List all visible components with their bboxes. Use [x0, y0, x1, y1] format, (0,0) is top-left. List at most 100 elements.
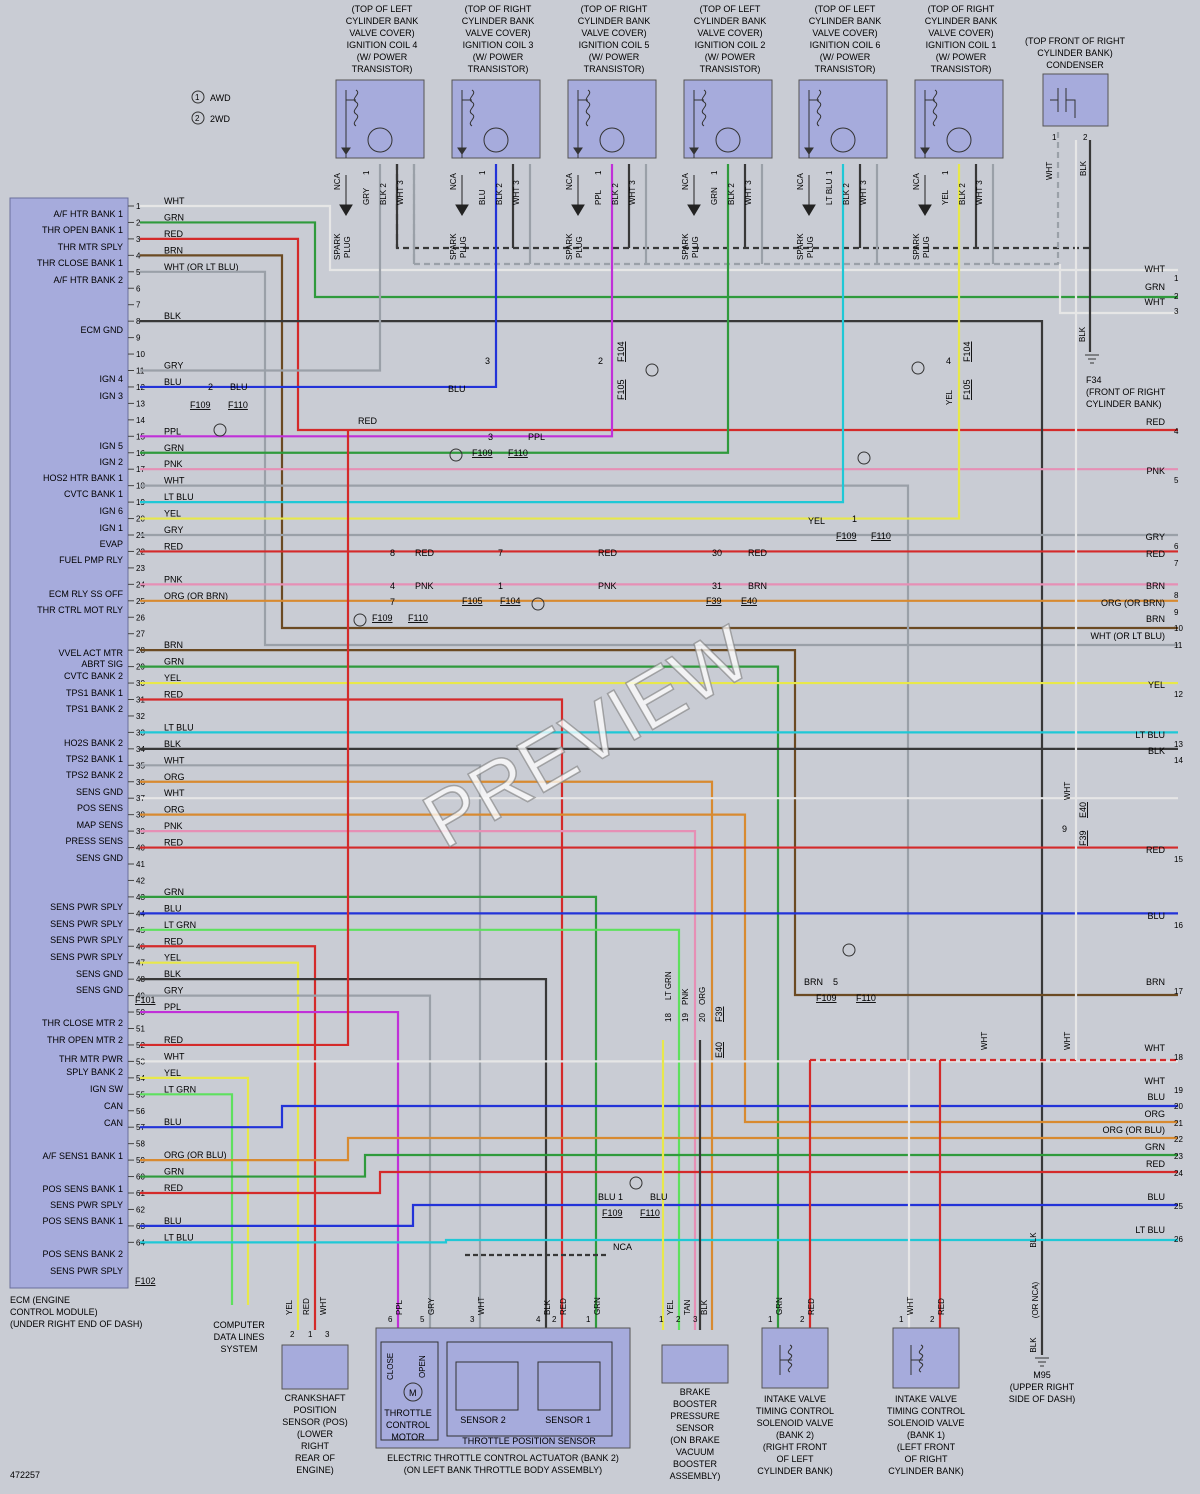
coil-label-line: (TOP OF LEFT	[700, 4, 761, 14]
right-pin-number: 4	[1174, 427, 1179, 436]
ecm-label: SENS GND	[76, 969, 124, 979]
ecm-pin-color: ORG (OR BRN)	[164, 591, 228, 601]
component-wire-color: TAN	[683, 1299, 692, 1315]
coil-blk: BLK 2	[495, 183, 504, 205]
ecm-title: ECM (ENGINE CONTROL MODULE) (UNDER RIGHT…	[10, 1295, 142, 1329]
ecm-label: THR MTR PWR	[59, 1054, 123, 1064]
svg-text:(TOP FRONT OF RIGHT: (TOP FRONT OF RIGHT	[1025, 36, 1126, 46]
coil-spark: SPARK	[565, 233, 574, 260]
coil-nca: NCA	[912, 172, 921, 190]
wire-ign2	[140, 164, 730, 454]
svg-text:(ON LEFT BANK THROTTLE BODY AS: (ON LEFT BANK THROTTLE BODY ASSEMBLY)	[404, 1465, 602, 1475]
right-pin-number: 19	[1174, 1086, 1183, 1095]
ecm-label: THR CLOSE BANK 1	[37, 258, 123, 268]
ecm-label: POS SENS	[77, 803, 123, 813]
ecm-label: FUEL PMP RLY	[59, 555, 123, 565]
right-pin-color: BLU	[1147, 911, 1165, 921]
right-pin-color: RED	[1146, 1159, 1166, 1169]
right-pin-color: LT BLU	[1135, 1225, 1165, 1235]
ecm-pin-color: GRN	[164, 212, 184, 222]
wire-ecm-49	[140, 994, 432, 1330]
ecm-pin-color: RED	[164, 936, 184, 946]
ecm-pin-number: 9	[136, 334, 141, 343]
svg-text:E40: E40	[741, 596, 757, 606]
wire-ecm-43	[140, 895, 598, 1330]
right-pin-color: BRN	[1146, 581, 1165, 591]
ecm-label: CAN	[104, 1118, 123, 1128]
svg-text:2: 2	[290, 1330, 295, 1339]
coil-label-line: IGNITION COIL 4	[347, 40, 418, 50]
coil-label-line: TRANSISTOR)	[931, 64, 992, 74]
ecm-pin-color: GRN	[164, 657, 184, 667]
svg-text:1: 1	[308, 1330, 313, 1339]
ecm-pin-color: BRN	[164, 640, 183, 650]
wire-ign3	[140, 164, 498, 389]
svg-text:PNK: PNK	[598, 581, 617, 591]
right-pin-number: 1	[1174, 274, 1179, 283]
right-pin-number: 8	[1174, 591, 1179, 600]
component-wire-color: PPL	[395, 1299, 404, 1315]
svg-text:CYLINDER BANK): CYLINDER BANK)	[1086, 399, 1162, 409]
svg-text:2: 2	[598, 356, 603, 366]
coil-blk: BLK 2	[727, 183, 736, 205]
component-wire-color: GRY	[427, 1297, 436, 1315]
ecm-pin-color: BLK	[164, 739, 181, 749]
svg-text:F109: F109	[602, 1208, 623, 1218]
ecm-pin-number: 4	[136, 251, 141, 260]
ecm-pin-number: 3	[136, 235, 141, 244]
ground-f34: F34 (FRONT OF RIGHT CYLINDER BANK) BLK	[1078, 326, 1166, 409]
svg-text:31: 31	[712, 581, 722, 591]
spark-arrow-icon	[802, 175, 816, 216]
wire-ecm-60	[140, 1153, 1178, 1178]
coil-nca: NCA	[681, 172, 690, 190]
ecm-pin-number: 56	[136, 1107, 145, 1116]
right-pin-number: 3	[1174, 307, 1179, 316]
wire-ecm-gnd	[140, 320, 1044, 1355]
component-pin: 3	[693, 1315, 698, 1324]
svg-text:BLU: BLU	[650, 1192, 668, 1202]
svg-text:WHT: WHT	[1063, 782, 1072, 800]
svg-text:CONTROL MODULE): CONTROL MODULE)	[10, 1307, 98, 1317]
right-pin-number: 2	[1174, 292, 1179, 301]
right-pin-number: 18	[1174, 1053, 1183, 1062]
right-pin-color: PNK	[1146, 466, 1165, 476]
svg-text:F110: F110	[408, 613, 428, 623]
ecm-pin-color: BLK	[164, 311, 181, 321]
ecm-pin-color: PPL	[164, 1002, 181, 1012]
svg-text:BLK: BLK	[1029, 1337, 1038, 1353]
right-pin-color: WHT	[1145, 264, 1166, 274]
svg-text:OPEN: OPEN	[418, 1355, 427, 1378]
svg-text:F110: F110	[856, 993, 876, 1003]
right-pin-number: 9	[1174, 608, 1179, 617]
svg-text:SENSOR 2: SENSOR 2	[460, 1415, 506, 1425]
ecm-label: IGN 3	[99, 391, 123, 401]
diode-icon	[920, 140, 930, 158]
coil-plug: PLUG	[459, 236, 468, 258]
ecm-pin-color: ORG	[164, 805, 185, 815]
component-label-line: PRESSURE	[670, 1411, 720, 1421]
svg-text:M95: M95	[1033, 1370, 1051, 1380]
ecm-pin-number: 7	[136, 301, 141, 310]
right-pin-color: ORG (OR BRN)	[1101, 598, 1165, 608]
component-wire-color: BLK	[543, 1299, 552, 1315]
component-label-line: BOOSTER	[673, 1399, 718, 1409]
component-pin: 6	[388, 1315, 393, 1324]
svg-text:F109: F109	[372, 613, 393, 623]
svg-text:YEL: YEL	[285, 1299, 294, 1315]
transistor-icon	[830, 127, 856, 153]
svg-text:CONDENSER: CONDENSER	[1046, 60, 1104, 70]
coil-label-line: (TOP OF RIGHT	[581, 4, 648, 14]
right-pin-number: 26	[1174, 1235, 1183, 1244]
component-wire-color: GRN	[593, 1297, 602, 1315]
wire-ecm-5	[140, 270, 1178, 647]
svg-text:MOTOR: MOTOR	[391, 1432, 425, 1442]
coil-label-line: VALVE COVER)	[581, 28, 646, 38]
wire-ecm-61	[140, 1170, 1178, 1195]
ecm-pin-color: PNK	[164, 574, 183, 584]
